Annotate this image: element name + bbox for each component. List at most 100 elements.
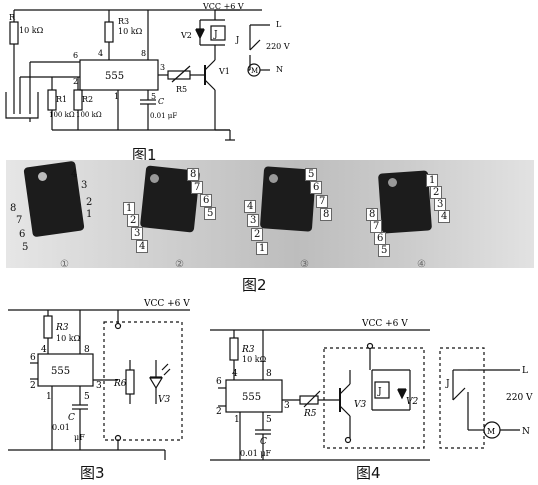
svg-text:555: 555 — [105, 71, 124, 82]
svg-text:VCC +6 V: VCC +6 V — [202, 2, 244, 11]
svg-text:10 kΩ: 10 kΩ — [56, 334, 81, 343]
svg-text:8: 8 — [141, 49, 146, 58]
fig2-chip1-mark: ① — [60, 259, 69, 270]
svg-text:6: 6 — [73, 51, 78, 60]
svg-text:V1: V1 — [218, 67, 230, 76]
svg-text:10 kΩ: 10 kΩ — [242, 355, 267, 364]
svg-text:R3: R3 — [118, 17, 129, 26]
svg-text:J: J — [213, 30, 218, 40]
fig2-chip3-pin: 7 — [316, 195, 329, 208]
fig2-caption: 图2 — [242, 276, 267, 294]
svg-text:3: 3 — [160, 63, 165, 72]
fig1-caption: 图1 — [132, 146, 157, 164]
svg-text:J: J — [235, 35, 239, 44]
svg-text:2: 2 — [216, 407, 222, 417]
fig3-r3-resistor — [43, 315, 53, 339]
svg-text:J: J — [377, 387, 382, 397]
svg-text:4: 4 — [232, 369, 238, 379]
fig1-r1-resistor — [47, 89, 57, 111]
svg-text:R3: R3 — [241, 345, 255, 355]
svg-text:R6: R6 — [113, 379, 127, 389]
fig4-dashed-box-switch — [439, 347, 485, 449]
fig3-terminal-top — [114, 322, 122, 330]
fig1-beaker — [5, 92, 39, 119]
svg-text:L: L — [276, 20, 282, 29]
svg-text:6: 6 — [30, 353, 36, 363]
fig1-v2-diode — [195, 29, 205, 40]
fig2-chip2-pin: 6 — [200, 194, 213, 207]
fig4-v2-diode — [397, 389, 407, 400]
svg-text:8: 8 — [266, 369, 272, 379]
svg-text:2: 2 — [73, 77, 78, 86]
fig1-circuit: R 10 kΩ R3 10 kΩ 555 4 8 6 2 3 1 5 R1 R2… — [5, 2, 290, 141]
fig2-chip4-pin: 4 — [438, 210, 451, 223]
fig2-chip3-pin: 8 — [320, 208, 333, 221]
fig2-chip2-mark: ② — [175, 259, 184, 270]
fig2-chip1-pin: 1 — [86, 209, 93, 220]
svg-text:220 V: 220 V — [266, 42, 290, 51]
svg-text:5: 5 — [266, 415, 272, 425]
fig4-r3-resistor — [229, 337, 239, 361]
fig2-chip2-pin: 3 — [131, 227, 144, 240]
fig2-chip4-pin: 5 — [378, 244, 391, 257]
svg-text:1: 1 — [46, 392, 52, 402]
fig2-chip1-pin: 8 — [10, 203, 17, 214]
svg-text:R1: R1 — [56, 95, 67, 104]
svg-text:V2: V2 — [180, 31, 192, 40]
fig3-led-arrow — [161, 363, 169, 371]
svg-text:3: 3 — [96, 381, 102, 391]
svg-text:5: 5 — [151, 92, 156, 101]
svg-text:10 kΩ: 10 kΩ — [118, 27, 143, 36]
svg-text:555: 555 — [51, 366, 70, 377]
svg-text:5: 5 — [84, 392, 90, 402]
fig2-chip4-mark: ④ — [417, 259, 426, 270]
svg-text:220 V: 220 V — [506, 393, 533, 403]
fig2-chip1-pin: 4 — [71, 169, 78, 180]
fig4-relay-switch — [452, 387, 466, 401]
svg-text:4: 4 — [98, 49, 103, 58]
svg-text:V3: V3 — [354, 400, 366, 410]
svg-text:0.01 μF: 0.01 μF — [150, 112, 177, 120]
svg-text:V2: V2 — [406, 397, 418, 407]
svg-text:M: M — [251, 67, 258, 75]
svg-text:100 kΩ: 100 kΩ — [49, 111, 75, 119]
svg-text:C: C — [68, 413, 75, 423]
fig1-relay-coil — [210, 25, 226, 41]
fig2-chip3-pin: 5 — [305, 168, 318, 181]
svg-text:4: 4 — [41, 345, 47, 355]
fig3-r6-resistor — [125, 369, 135, 395]
fig1-relay-switch — [249, 39, 261, 51]
fig4-555-chip — [225, 379, 283, 413]
fig2-chip3-pin: 6 — [310, 181, 323, 194]
fig1-r3-resistor — [104, 21, 114, 43]
fig1-r2-resistor — [73, 89, 83, 111]
fig2-chip3-mark: ③ — [300, 259, 309, 270]
svg-text:0.01 μF: 0.01 μF — [240, 449, 272, 458]
fig1-r4-resistor — [9, 21, 19, 45]
svg-text:555: 555 — [242, 392, 261, 403]
fig2-chip3-pin: 1 — [256, 242, 269, 255]
svg-text:100 kΩ: 100 kΩ — [76, 111, 102, 119]
fig2-chip1-pin: 7 — [16, 215, 23, 226]
fig3-v3-led — [148, 377, 164, 390]
svg-text:6: 6 — [216, 377, 222, 387]
svg-text:M: M — [487, 427, 495, 436]
fig3-caption: 图3 — [80, 464, 105, 482]
svg-text:2: 2 — [30, 381, 36, 391]
fig2-chip2-pin: 8 — [187, 168, 200, 181]
fig3-dashed-box — [103, 321, 183, 441]
svg-text:VCC +6 V: VCC +6 V — [143, 299, 190, 309]
fig4-relay-coil — [374, 381, 390, 399]
fig3-555-chip — [37, 353, 94, 387]
svg-text:R3: R3 — [55, 323, 69, 333]
svg-text:L: L — [522, 366, 528, 376]
svg-text:R2: R2 — [82, 95, 93, 104]
svg-text:R5: R5 — [176, 85, 187, 94]
svg-text:8: 8 — [84, 345, 90, 355]
svg-text:1: 1 — [234, 415, 240, 425]
svg-text:0.01: 0.01 — [52, 423, 70, 432]
svg-text:C: C — [260, 437, 267, 447]
svg-text:V3: V3 — [158, 395, 170, 405]
fig4-circuit: VCC +6 V R3 10 kΩ 555 4 8 6 2 3 1 5 R5 C… — [210, 319, 533, 461]
